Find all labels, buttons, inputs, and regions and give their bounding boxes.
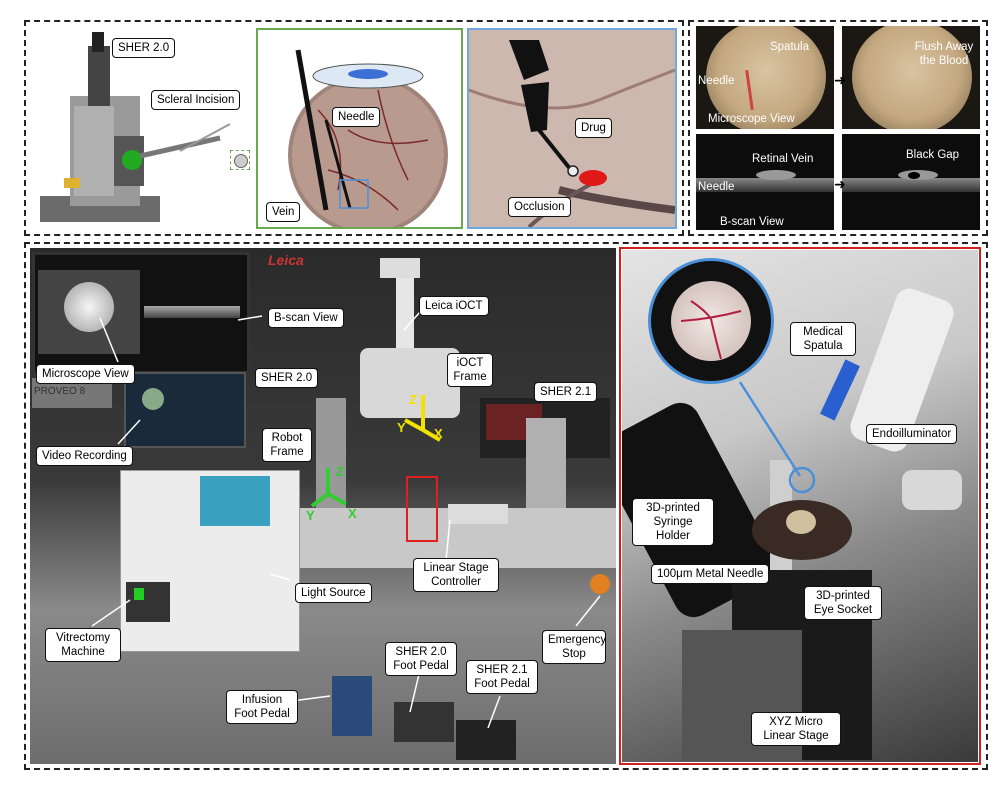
label-scleral-incision: Scleral Incision [151,90,241,110]
axis-x-green: X [348,506,357,521]
label-leica-ioct: Leica iOCT [419,296,489,316]
label-infusion-foot-pedal: Infusion Foot Pedal [226,690,298,724]
label-sher20-c: SHER 2.0 [255,368,319,388]
monitor-brand: PROVEO 8 [34,386,86,397]
label-eye-socket: 3D-printed Eye Socket [804,586,882,620]
label-needle-b-bottom: Needle [698,181,735,193]
label-endoilluminator: Endoilluminator [866,424,958,444]
label-bscan-view-b: B-scan View [720,216,784,228]
arrow-right-icon: ➜ [834,176,846,192]
label-microscope-view-b: Microscope View [708,113,795,125]
axis-y-yellow: Y [397,420,406,435]
label-needle-b-top: Needle [698,75,735,87]
label-vitrectomy-machine: Vitrectomy Machine [45,628,121,662]
label-robot-frame: Robot Frame [262,428,312,462]
label-retinal-vein: Retinal Vein [752,153,814,165]
label-vein-a: Vein [266,202,301,222]
label-metal-needle: 100μm Metal Needle [651,564,770,584]
closeup-frame [619,247,981,765]
fundus-zoom-circle [648,258,774,384]
label-spatula-b: Spatula [770,41,810,53]
leica-brand: Leica [268,252,304,268]
label-sher20-a: SHER 2.0 [112,38,176,58]
label-drug: Drug [575,118,612,138]
label-video-recording: Video Recording [36,446,133,466]
label-light-source: Light Source [295,583,372,603]
label-ioct-frame: iOCT Frame [447,353,493,387]
axis-z-yellow: Z [409,392,417,407]
setup-photo: Leica PROVEO 8 [30,248,616,764]
panel-b-frame [688,20,988,236]
microscope-view-before [696,26,834,129]
panel-a-frame [24,20,684,236]
label-flush-blood: Flush Away the Blood [914,41,974,67]
axis-x-yellow: X [434,426,443,441]
label-xyz-micro-linear-stage: XYZ Micro Linear Stage [751,712,841,746]
label-medical-spatula: Medical Spatula [790,322,856,356]
panel-c-frame [24,242,988,770]
label-sher21-c: SHER 2.1 [534,382,598,402]
bscan-view-before [696,134,834,230]
axis-z-green: Z [336,464,344,479]
label-occlusion: Occlusion [508,197,571,217]
label-sher20-foot-pedal: SHER 2.0 Foot Pedal [385,642,457,676]
label-sher21-foot-pedal: SHER 2.1 Foot Pedal [466,660,538,694]
label-needle-a: Needle [332,107,381,127]
label-linear-stage-controller: Linear Stage Controller [413,558,499,592]
label-emergency-stop: Emergency Stop [542,630,606,664]
bscan-view-after [842,134,980,230]
arrow-right-icon: ➜ [834,72,846,88]
axis-y-green: Y [306,508,315,523]
robot-photo [30,26,252,230]
label-black-gap: Black Gap [906,149,960,161]
label-bscan-view-c: B-scan View [268,308,344,328]
occlusion-zoom [469,30,675,227]
microscope-view-after [842,26,980,129]
label-syringe-holder: 3D-printed Syringe Holder [632,498,714,546]
label-microscope-view-c: Microscope View [36,364,135,384]
eye-schematic [288,49,448,227]
eye-model-icon [230,150,250,170]
